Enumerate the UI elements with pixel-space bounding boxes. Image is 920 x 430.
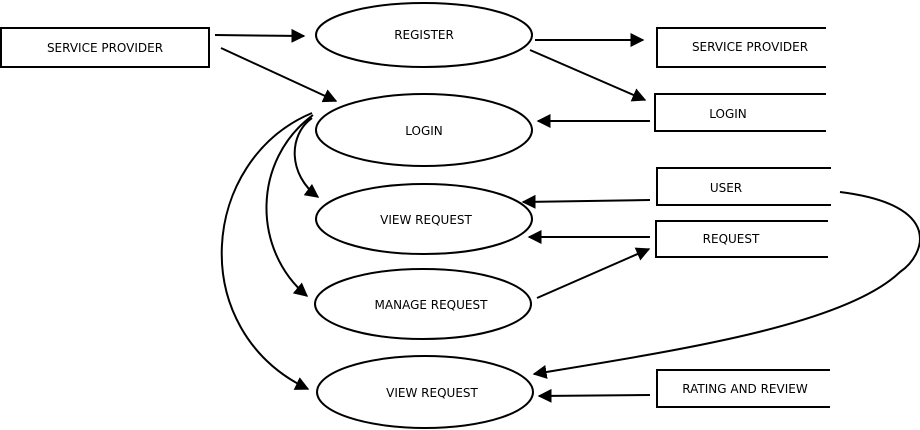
store-user-label: USER: [710, 181, 742, 195]
process-view-request-2: VIEW REQUEST: [316, 355, 534, 429]
process-manage-request: MANAGE REQUEST: [314, 268, 532, 340]
entity-service-provider: SERVICE PROVIDER: [0, 27, 210, 68]
store-rating-and-review: RATING AND REVIEW: [656, 369, 830, 408]
arrow-login-to-view-request-2: [220, 112, 313, 390]
store-service-provider: SERVICE PROVIDER: [656, 27, 826, 68]
arrow-entity-to-login: [220, 47, 338, 103]
arrow-store-user-to-view-request-1: [521, 194, 651, 209]
entity-service-provider-box: [0, 27, 210, 68]
store-user-shape: [656, 167, 831, 206]
store-request-shape: [655, 220, 828, 258]
arrow-register-to-store-login: [529, 49, 647, 102]
process-login-shape: [315, 93, 533, 167]
process-view-request-1-label: VIEW REQUEST: [380, 213, 472, 227]
store-service-provider-label: SERVICE PROVIDER: [692, 40, 808, 54]
store-user: USER: [656, 167, 831, 206]
arrow-entity-to-register: [214, 28, 306, 43]
arrow-login-to-manage-request: [265, 114, 314, 297]
process-view-request-2-shape: [316, 355, 534, 429]
store-request-label: REQUEST: [703, 232, 760, 246]
process-view-request-1: VIEW REQUEST: [315, 183, 533, 255]
process-view-request-2-label: VIEW REQUEST: [386, 386, 478, 400]
arrow-store-rating-to-view-request-2: [537, 388, 651, 403]
store-login-label: LOGIN: [709, 107, 747, 121]
process-view-request-1-shape: [315, 183, 533, 255]
arrow-manage-request-to-store-request: [536, 247, 651, 299]
process-register: REGISTER: [315, 2, 533, 68]
arrow-store-user-to-view-request-2: [532, 191, 920, 379]
store-rating-and-review-shape: [656, 369, 830, 408]
process-login: LOGIN: [315, 93, 533, 167]
process-register-shape: [315, 2, 533, 68]
entity-service-provider-label: SERVICE PROVIDER: [47, 41, 163, 55]
process-manage-request-label: MANAGE REQUEST: [375, 298, 489, 312]
store-service-provider-shape: [656, 27, 826, 68]
store-rating-and-review-label: RATING AND REVIEW: [682, 382, 808, 396]
store-login-shape: [654, 93, 826, 132]
arrow-login-to-view-request-1: [293, 117, 320, 198]
flows: [214, 28, 920, 403]
process-login-label: LOGIN: [405, 124, 443, 138]
store-request: REQUEST: [655, 220, 828, 258]
process-manage-request-shape: [314, 268, 532, 340]
store-login: LOGIN: [654, 93, 826, 132]
process-register-label: REGISTER: [394, 28, 454, 42]
